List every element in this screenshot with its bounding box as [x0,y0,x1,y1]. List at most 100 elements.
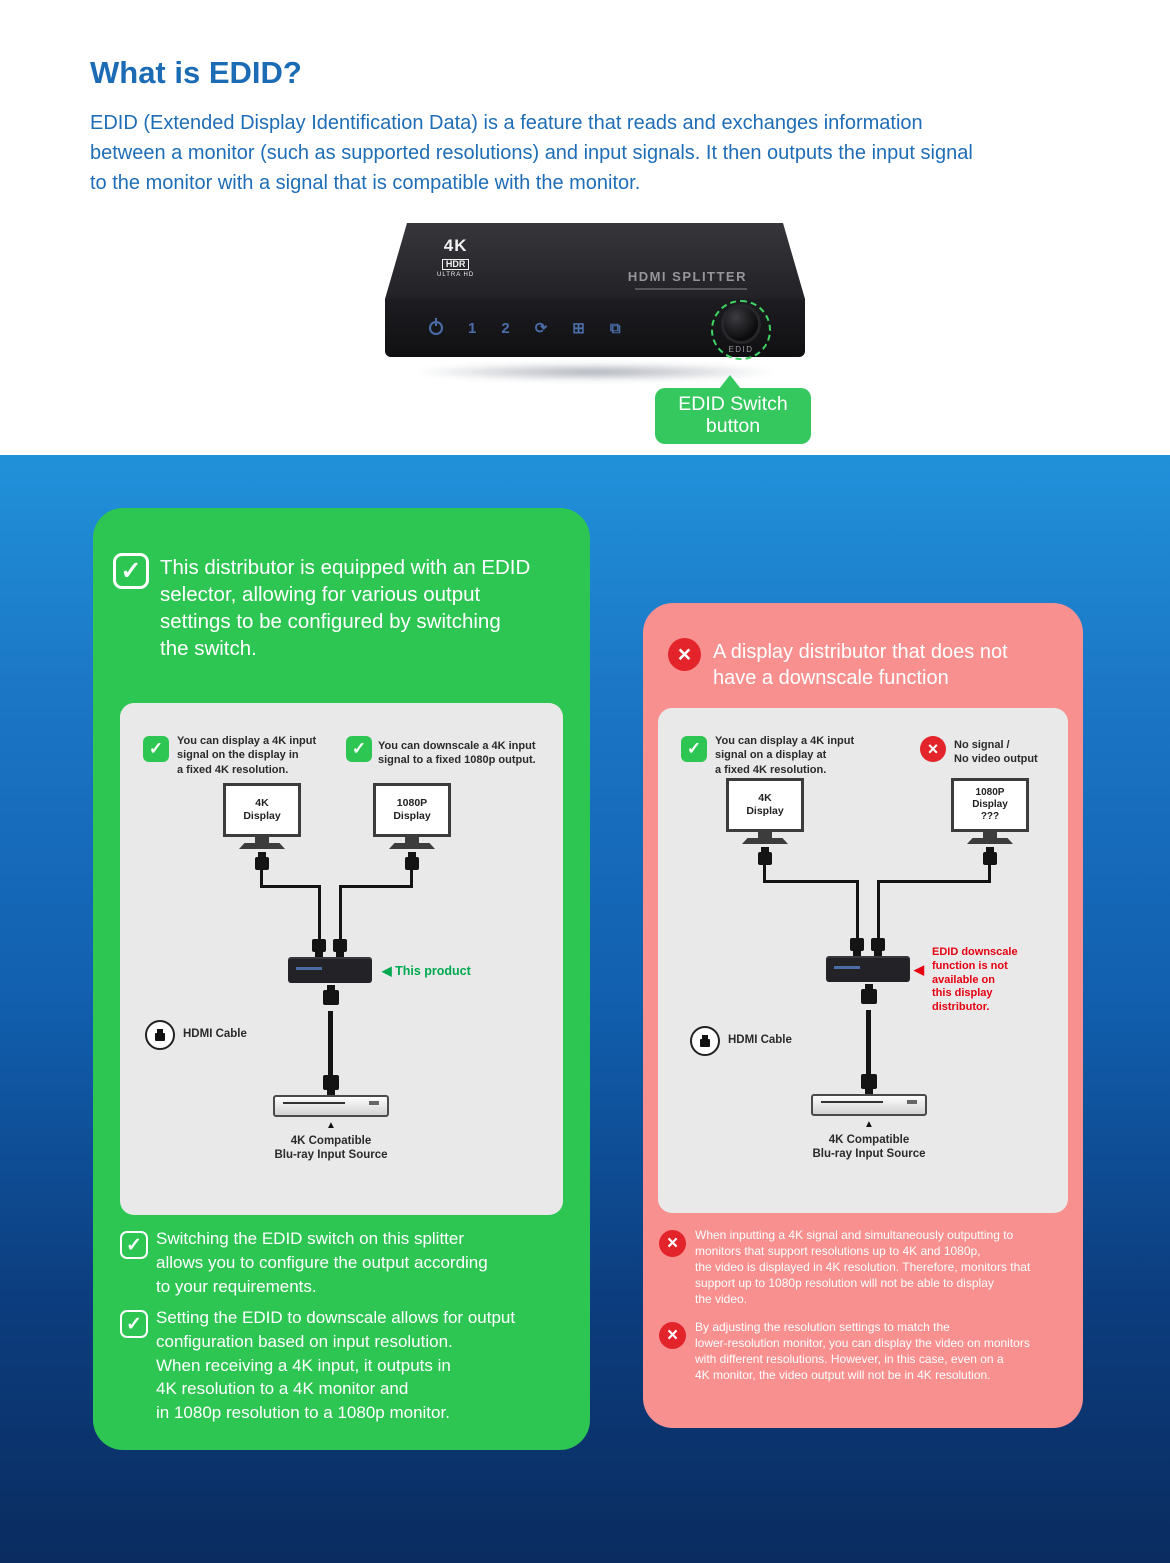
hdmi-plug [323,1075,339,1095]
green-panel-heading: This distributor is equipped with an EDI… [160,556,531,661]
edid-button [724,307,758,341]
edid-button-label: EDID [728,345,754,354]
port-1-label: 1 [468,319,477,337]
check-icon: ✓ [143,736,169,762]
callout-arrow [719,375,741,389]
check-icon: ✓ [346,736,372,762]
cable-wire [866,1010,871,1076]
pointer-left-icon: ◀ [914,962,924,977]
loop-icon: ⟳ [534,320,548,337]
with-downscale-panel: ✓ This distributor is equipped with an E… [93,508,590,1450]
badge-hdr-label: HDR [441,258,470,271]
check-icon: ✓ [681,736,707,762]
cable-wire [879,880,991,883]
intro-paragraph: EDID (Extended Display Identification Da… [90,112,973,194]
cable-wire [763,880,859,883]
hdmi-plug [333,939,347,957]
edid-highlight-ring [711,300,771,360]
monitor-neck [255,837,269,843]
monitor-neck [983,832,997,838]
monitor-4k: 4K Display [726,778,804,844]
splitter-device [288,957,372,983]
monitor-neck [758,832,772,838]
cable-wire [988,865,991,883]
hdmi-cable-label: HDMI Cable [183,1028,247,1040]
cable-wire [763,865,766,883]
cable-wire [339,885,342,941]
hdmi-plug [861,1074,877,1094]
monitor-4k-label: 4K Display [223,783,301,837]
hdmi-plug [405,852,419,870]
power-icon [429,318,443,335]
cable-wire [341,885,413,888]
cross-icon: × [668,638,701,671]
badge-4k-label: 4K [443,236,468,255]
splitter-device [826,956,910,982]
hdmi-plug [758,847,772,865]
device-name: HDMI SPLITTER [627,269,747,284]
bluray-player [273,1095,389,1117]
mirror-icon: ⊞ [572,320,585,337]
uhd-badge: 4K HDR ULTRA HD [437,237,474,278]
cable-wire [877,880,880,938]
cable-wire [410,870,413,888]
cable-wire [328,1011,333,1077]
hdmi-plug [861,984,877,1004]
monitor-1080p-unknown: 1080P Display ??? [951,778,1029,844]
cable-wire [318,885,321,941]
hdmi-splitter-product-image: 4K HDR ULTRA HD HDMI SPLITTER 1 2 ⟳ ⊞ ⧉ [385,213,805,388]
source-label: 4K Compatible Blu-ray Input Source [274,1135,388,1162]
hdmi-plug [983,847,997,865]
source-marker-icon: ▲ [326,1120,336,1131]
note-4k-display: You can display a 4K input signal on the… [177,735,317,776]
cable-wire [856,880,859,938]
source-label: 4K Compatible Blu-ray Input Source [812,1134,926,1161]
bluray-player [811,1094,927,1116]
hdmi-plug [850,938,864,956]
pink-bullet-1: When inputting a 4K signal and simultane… [695,1228,1031,1307]
hdmi-cable-label: HDMI Cable [728,1034,792,1046]
hdmi-cable-legend-icon [690,1026,720,1056]
no-downscale-diagram: ✓ You can display a 4K input signal on a… [658,708,1068,1213]
note-downscale: You can downscale a 4K input signal to a… [378,740,536,767]
this-product-pointer: ◀ This product [382,963,471,978]
pointer-left-icon: ◀ [382,964,392,978]
no-downscale-panel: × A display distributor that does not ha… [643,603,1083,1428]
monitor-base [742,838,788,844]
monitor-neck [405,837,419,843]
this-product-label: This product [395,964,471,978]
hdmi-plug [255,852,269,870]
green-bullet-2: Setting the EDID to downscale allows for… [156,1308,516,1423]
pink-panel-heading: A display distributor that does not have… [713,641,1008,690]
with-downscale-diagram: ✓ You can display a 4K input signal on t… [120,703,563,1215]
cross-icon: × [920,736,946,762]
check-icon: ✓ [120,1231,148,1259]
note-no-signal: No signal / No video output [954,739,1038,766]
cross-icon: × [659,1322,686,1349]
splitter-led [296,967,322,970]
split-icon: ⧉ [609,319,621,337]
page-title: What is EDID? [90,55,302,90]
pink-bullet-2: By adjusting the resolution settings to … [695,1320,1030,1383]
device-subtext-line [635,288,747,290]
monitor-4k: 4K Display [223,783,301,849]
hdmi-plug [323,985,339,1005]
edid-button-area: EDID [705,300,777,360]
monitor-base [389,843,435,849]
check-icon: ✓ [113,553,149,589]
green-bullet-1: Switching the EDID switch on this splitt… [156,1229,488,1296]
splitter-led [834,966,860,969]
device-name-block: HDMI SPLITTER [628,269,747,290]
monitor-base [967,838,1013,844]
cable-wire [260,885,321,888]
monitor-1080p: 1080P Display [373,783,451,849]
monitor-base [239,843,285,849]
port-2-label: 2 [501,319,510,337]
cross-icon: × [659,1230,686,1257]
monitor-4k-label: 4K Display [726,778,804,832]
edid-switch-callout: EDID Switch button [655,388,811,445]
device-front-face: 1 2 ⟳ ⊞ ⧉ EDID [385,299,805,360]
note-4k-display: You can display a 4K input signal on a d… [715,735,855,776]
check-icon: ✓ [120,1310,148,1338]
